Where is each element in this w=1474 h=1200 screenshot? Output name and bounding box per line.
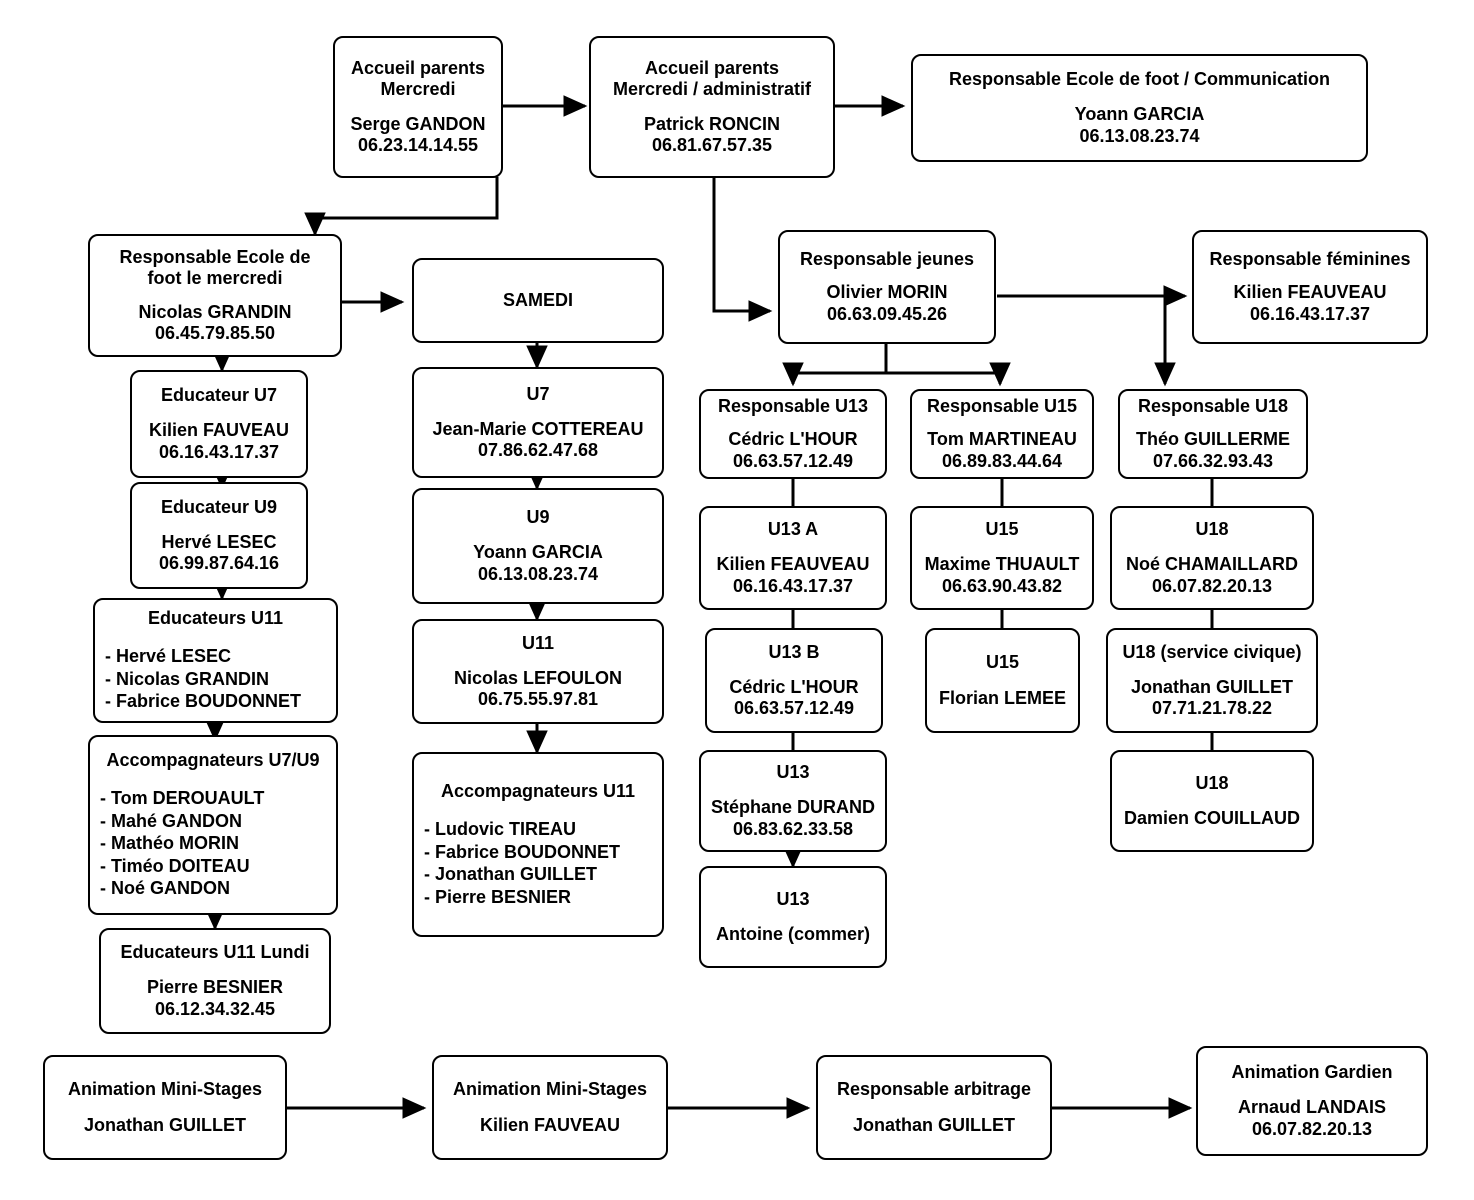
node-list: - Hervé LESEC - Nicolas GRANDIN - Fabric… <box>105 646 302 712</box>
node-body: Nicolas LEFOULON 06.75.55.97.81 <box>453 667 623 710</box>
node-body: Tom MARTINEAU 06.89.83.44.64 <box>927 429 1077 471</box>
node-body: Kilien FAUVEAU <box>479 1114 621 1135</box>
node-title: Responsable U13 <box>717 396 869 417</box>
node-title: U15 <box>985 652 1020 673</box>
node-title: Accompagnateurs U7/U9 <box>106 750 320 771</box>
node-body: Arnaud LANDAIS 06.07.82.20.13 <box>1238 1097 1386 1139</box>
node-responsable-u13[interactable]: Responsable U13 Cédric L'HOUR 06.63.57.1… <box>699 389 887 479</box>
node-u18-couillaud[interactable]: U18 Damien COUILLAUD <box>1110 750 1314 852</box>
node-accompagnateurs-u11[interactable]: Accompagnateurs U11 - Ludovic TIREAU - F… <box>412 752 664 937</box>
node-samedi[interactable]: SAMEDI <box>412 258 664 343</box>
node-animation-gardien[interactable]: Animation Gardien Arnaud LANDAIS 06.07.8… <box>1196 1046 1428 1156</box>
node-body: Florian LEMEE <box>938 687 1066 708</box>
node-title: U13 A <box>767 519 819 540</box>
node-title: Educateurs U11 <box>147 608 284 629</box>
node-body: Stéphane DURAND 06.83.62.33.58 <box>710 797 875 839</box>
node-body: Noé CHAMAILLARD 06.07.82.20.13 <box>1126 554 1298 596</box>
node-body: Serge GANDON 06.23.14.14.55 <box>350 114 486 156</box>
node-title: Responsable Ecole de foot le mercredi <box>119 247 311 289</box>
node-title: Educateurs U11 Lundi <box>120 942 310 963</box>
node-body: Kilien FEAUVEAU 06.16.43.17.37 <box>716 554 870 596</box>
node-body: Yoann GARCIA 06.13.08.23.74 <box>1074 104 1205 146</box>
node-body: Hervé LESEC 06.99.87.64.16 <box>158 531 280 574</box>
node-body: Olivier MORIN 06.63.09.45.26 <box>826 282 948 324</box>
node-title: Accompagnateurs U11 <box>440 780 636 801</box>
node-title: Responsable arbitrage <box>836 1079 1032 1100</box>
node-samedi-u9[interactable]: U9 Yoann GARCIA 06.13.08.23.74 <box>412 488 664 604</box>
node-title: Accueil parents Mercredi / administratif <box>612 57 812 99</box>
node-body: Pierre BESNIER 06.12.34.32.45 <box>146 977 284 1019</box>
node-accueil-parents-administratif[interactable]: Accueil parents Mercredi / administratif… <box>589 36 835 178</box>
node-u13-antoine[interactable]: U13 Antoine (commer) <box>699 866 887 968</box>
node-educateur-u7[interactable]: Educateur U7 Kilien FAUVEAU 06.16.43.17.… <box>130 370 308 478</box>
node-responsable-jeunes[interactable]: Responsable jeunes Olivier MORIN 06.63.0… <box>778 230 996 344</box>
node-title: Accueil parents Mercredi <box>350 57 486 99</box>
node-title: U11 <box>521 632 555 653</box>
node-body: Jonathan GUILLET 07.71.21.78.22 <box>1131 676 1293 719</box>
node-body: Jean-Marie COTTEREAU 07.86.62.47.68 <box>432 418 644 461</box>
edge-resp-jeunes-split <box>791 344 1000 384</box>
node-title: U18 <box>1195 772 1229 793</box>
node-title: U18 <box>1195 519 1229 540</box>
node-title: Responsable Ecole de foot / Communicatio… <box>948 69 1331 90</box>
node-body: Maxime THUAULT 06.63.90.43.82 <box>924 554 1080 596</box>
node-title: Responsable jeunes <box>799 249 975 270</box>
node-title: Educateur U7 <box>160 385 278 406</box>
node-responsable-ecole-foot-mercredi[interactable]: Responsable Ecole de foot le mercredi Ni… <box>88 234 342 357</box>
node-u13-b[interactable]: U13 B Cédric L'HOUR 06.63.57.12.49 <box>705 628 883 733</box>
node-body: Théo GUILLERME 07.66.32.93.43 <box>1136 429 1290 471</box>
node-responsable-arbitrage[interactable]: Responsable arbitrage Jonathan GUILLET <box>816 1055 1052 1160</box>
node-title: SAMEDI <box>502 289 573 310</box>
node-title: Responsable U15 <box>926 396 1078 417</box>
node-educateurs-u11-lundi[interactable]: Educateurs U11 Lundi Pierre BESNIER 06.1… <box>99 928 331 1034</box>
node-samedi-u11[interactable]: U11 Nicolas LEFOULON 06.75.55.97.81 <box>412 619 664 724</box>
node-title: Responsable U18 <box>1137 396 1289 417</box>
node-title: Animation Mini-Stages <box>452 1079 647 1100</box>
node-title: U18 (service civique) <box>1122 641 1302 662</box>
node-u18-chamaillard[interactable]: U18 Noé CHAMAILLARD 06.07.82.20.13 <box>1110 506 1314 610</box>
node-u13-a[interactable]: U13 A Kilien FEAUVEAU 06.16.43.17.37 <box>699 506 887 610</box>
node-list: - Tom DEROUAULT - Mahé GANDON - Mathéo M… <box>100 788 265 899</box>
node-title: U9 <box>526 507 550 528</box>
node-body: Jonathan GUILLET <box>84 1114 246 1135</box>
node-body: Antoine (commer) <box>715 924 870 944</box>
node-animation-mini-stages-fauveau[interactable]: Animation Mini-Stages Kilien FAUVEAU <box>432 1055 668 1160</box>
node-u15-thuault[interactable]: U15 Maxime THUAULT 06.63.90.43.82 <box>910 506 1094 610</box>
node-accueil-parents-mercredi[interactable]: Accueil parents Mercredi Serge GANDON 06… <box>333 36 503 178</box>
node-body: Cédric L'HOUR 06.63.57.12.49 <box>729 676 859 719</box>
node-title: Animation Gardien <box>1231 1062 1393 1083</box>
node-body: Cédric L'HOUR 06.63.57.12.49 <box>728 429 858 471</box>
node-u15-lemee[interactable]: U15 Florian LEMEE <box>925 628 1080 733</box>
node-u13-durand[interactable]: U13 Stéphane DURAND 06.83.62.33.58 <box>699 750 887 852</box>
node-body: Patrick RONCIN 06.81.67.57.35 <box>643 114 781 156</box>
node-responsable-u18[interactable]: Responsable U18 Théo GUILLERME 07.66.32.… <box>1118 389 1308 479</box>
node-title: U13 <box>776 888 810 909</box>
node-title: U13 B <box>768 641 820 662</box>
node-title: U7 <box>526 383 550 404</box>
node-body: Damien COUILLAUD <box>1123 808 1300 828</box>
node-responsable-feminines[interactable]: Responsable féminines Kilien FEAUVEAU 06… <box>1192 230 1428 344</box>
node-body: Kilien FAUVEAU 06.16.43.17.37 <box>148 420 290 462</box>
node-samedi-u7[interactable]: U7 Jean-Marie COTTEREAU 07.86.62.47.68 <box>412 367 664 478</box>
node-title: Animation Mini-Stages <box>67 1079 262 1100</box>
node-responsable-u15[interactable]: Responsable U15 Tom MARTINEAU 06.89.83.4… <box>910 389 1094 479</box>
node-responsable-ecole-communication[interactable]: Responsable Ecole de foot / Communicatio… <box>911 54 1368 162</box>
node-title: Responsable féminines <box>1209 249 1411 270</box>
node-list: - Ludovic TIREAU - Fabrice BOUDONNET - J… <box>424 819 621 907</box>
node-accompagnateurs-u7-u9[interactable]: Accompagnateurs U7/U9 - Tom DEROUAULT - … <box>88 735 338 915</box>
node-title: Educateur U9 <box>160 496 278 517</box>
edge-gandon-to-resp-ecole-mercredi <box>304 177 499 237</box>
node-educateurs-u11[interactable]: Educateurs U11 - Hervé LESEC - Nicolas G… <box>93 598 338 723</box>
node-body: Nicolas GRANDIN 06.45.79.85.50 <box>138 301 292 343</box>
node-u18-service-civique[interactable]: U18 (service civique) Jonathan GUILLET 0… <box>1106 628 1318 733</box>
node-title: U13 <box>776 762 810 783</box>
node-body: Kilien FEAUVEAU 06.16.43.17.37 <box>1233 282 1387 324</box>
node-body: Yoann GARCIA 06.13.08.23.74 <box>473 542 603 584</box>
node-animation-mini-stages-guillet[interactable]: Animation Mini-Stages Jonathan GUILLET <box>43 1055 287 1160</box>
node-body: Jonathan GUILLET <box>853 1114 1015 1135</box>
edge-roncin-to-resp-jeunes <box>712 177 773 322</box>
node-title: U15 <box>985 519 1019 540</box>
node-educateur-u9[interactable]: Educateur U9 Hervé LESEC 06.99.87.64.16 <box>130 482 308 589</box>
